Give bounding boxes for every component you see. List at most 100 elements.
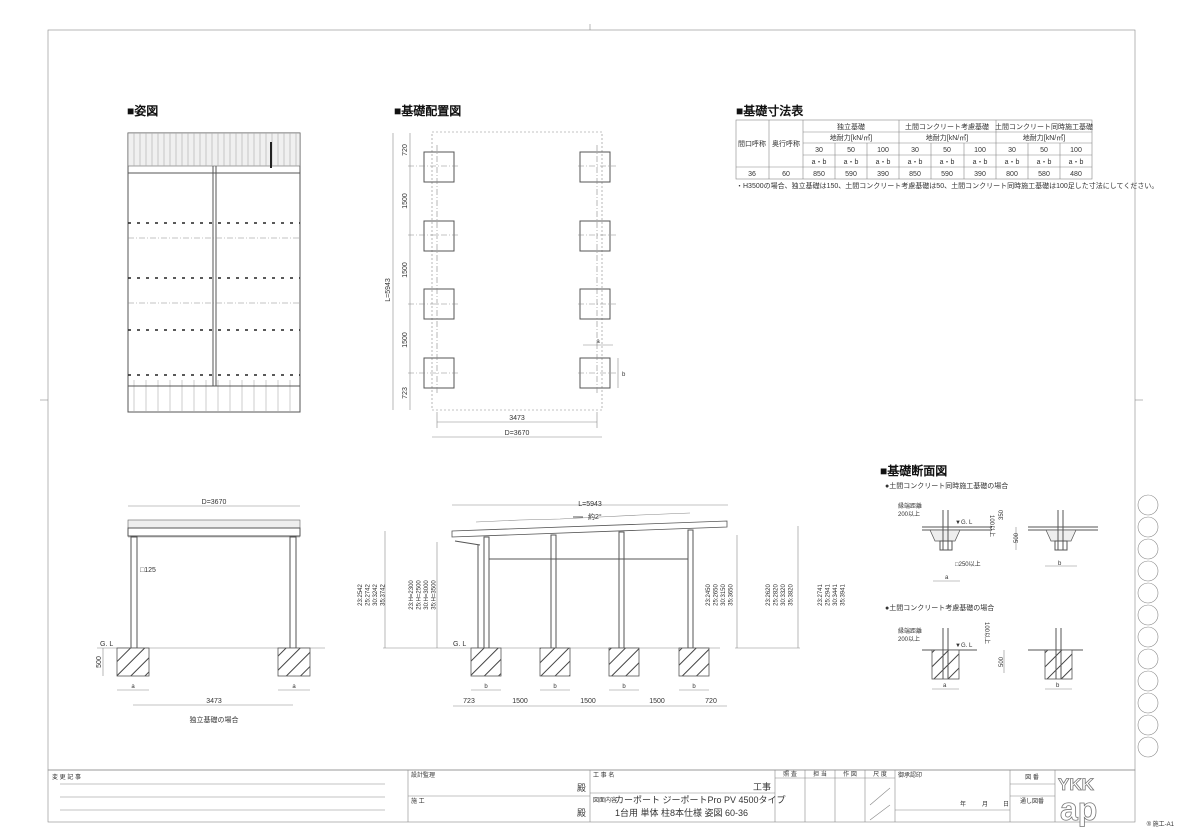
side-b-2: b [622,684,626,690]
stamp-scale: 尺 度 [873,770,887,778]
table-bearing-value: 100 [974,147,986,154]
svg-text:YKK: YKK [1058,775,1095,794]
section-500-2: 500 [999,656,1005,667]
plan-spacing-3: 1500 [402,332,409,348]
front-footing-depth: 500 [96,656,103,668]
table-opening-value: 36 [748,171,756,178]
stamp-drafting: 作 図 [843,770,857,778]
plan-depth: D=3670 [505,430,530,437]
side-dim-right-2: 25:2820 [774,584,780,606]
plan-spacing-4: 723 [402,387,409,399]
table-value: 480 [1070,171,1082,178]
table-ab-label: a・b [1005,159,1020,166]
section-a-2: a [943,683,947,689]
table-ab-label: a・b [812,159,827,166]
table-value: 850 [909,171,921,178]
table-bearing-value: 30 [815,147,823,154]
front-elevation: D=3670 □125 G. L 500 a a 3473 独立基礎の場合 [96,499,325,724]
front-span: 3473 [206,698,222,705]
side-dim-right-1: 35:3650 [729,584,735,606]
section-edge-distance-1: 縁端距離 [898,502,922,510]
revision-circles [1137,494,1159,758]
plan-a: a [596,339,600,345]
table-depth-value: 60 [782,171,790,178]
layout-title: ■基礎配置図 [394,103,461,118]
section-b-2: b [1056,683,1060,689]
section-a-1: a [945,575,949,581]
table-bearing-2: 地耐力[kN/㎡] [1023,133,1065,142]
design-supervision-honorific: 殿 [577,783,586,793]
side-dim-right-3: 30:3441 [833,584,839,606]
side-dim-overall-left: 35:3742 [381,584,387,606]
drawing-title-line2: 1台用 単体 柱8本仕様 姿図 60-36 [615,807,748,818]
table-group-1: 土間コンクリート考慮基礎 [905,122,989,131]
side-dim-right-2: 23:2620 [766,584,772,606]
section-gl-2: ▼G. L [955,643,973,649]
table-ab-label: a・b [1037,159,1052,166]
side-dim-height-h: 30:H=3000 [424,580,430,610]
drawing-content-label: 図面内容 [593,796,617,804]
table-bearing-value: 30 [1008,147,1016,154]
foundation-table: 間口呼称 奥行呼称 独立基礎 土間コンクリート考慮基礎 土間コンクリート同時施工… [735,119,1158,190]
side-slope: 約2° [588,512,602,521]
table-ab-label: a・b [940,159,955,166]
side-b-1: b [553,684,557,690]
stamp-check: 照 査 [783,770,797,778]
date-day: 日 [1003,801,1009,808]
side-dim-right-1: 25:2650 [714,584,720,606]
table-ab-label: a・b [1069,159,1084,166]
section-edge-min-1: 200以上 [898,510,920,518]
plan-spacing-0: 720 [402,144,409,156]
side-dim-right-2: 35:3820 [789,584,795,606]
section-gl-1: ▼G. L [955,520,973,526]
stamp-charge: 担 当 [813,770,827,778]
side-spacing-2: 1500 [580,698,596,705]
top-view [127,132,301,413]
side-b-3: b [692,684,696,690]
side-spacing-0: 723 [463,698,475,705]
table-bearing-value: 100 [877,147,889,154]
ykk-ap-logo: YKK ap [1058,775,1098,828]
serial-no-label: 通し図番 [1020,797,1044,805]
section-350: 350 [999,509,1005,520]
table-ab-label: a・b [844,159,859,166]
side-dim-overall-left: 25:2742 [366,584,372,606]
table-group-0: 独立基礎 [837,122,865,131]
front-a-right: a [292,684,296,690]
table-bearing-1: 地耐力[kN/㎡] [926,133,968,142]
drawing-no-label: 図 番 [1025,774,1039,781]
title-block: 変 更 記 事 設計監理 殿 施 工 殿 工 事 名 工事 図面内容 カーポート… [47,769,1175,828]
side-spacing-4: 720 [705,698,717,705]
plan-length: L=5943 [385,278,392,302]
table-col-depth: 奥行呼称 [772,139,800,148]
table-col-opening: 間口呼称 [738,139,766,148]
table-value: 590 [845,171,857,178]
section-b-1: b [1058,561,1062,567]
side-dim-right-2: 30:3320 [781,584,787,606]
side-spacing-1: 1500 [512,698,528,705]
side-dim-height-h: 35:H=3500 [432,580,438,610]
svg-text:ap: ap [1060,791,1097,827]
construction-honorific: 殿 [577,808,586,818]
table-bearing-value: 50 [1040,147,1048,154]
side-dim-right-3: 25:2941 [826,584,832,606]
table-ab-label: a・b [973,159,988,166]
table-note: ・H3500の場合、独立基礎は150、土間コンクリート考慮基礎は50、土間コンク… [736,181,1158,190]
plan-b: b [622,372,626,378]
side-spacing-3: 1500 [649,698,665,705]
table-value: 590 [941,171,953,178]
side-dim-right-1: 23:2450 [706,584,712,606]
project-suffix: 工事 [753,781,771,792]
side-dim-height-h: 23:H=2300 [409,580,415,610]
table-bearing-value: 50 [847,147,855,154]
side-b-0: b [484,684,488,690]
table-group-2: 土間コンクリート同時施工基礎 [995,122,1093,131]
table-value: 580 [1038,171,1050,178]
table-bearing-0: 地耐力[kN/㎡] [830,133,872,142]
elevation-title: ■姿図 [127,103,158,118]
drawing-title-line1: カーポート ジーポートPro PV 4500タイプ [615,795,786,805]
table-bearing-value: 50 [943,147,951,154]
side-gl: G. L [453,641,466,648]
